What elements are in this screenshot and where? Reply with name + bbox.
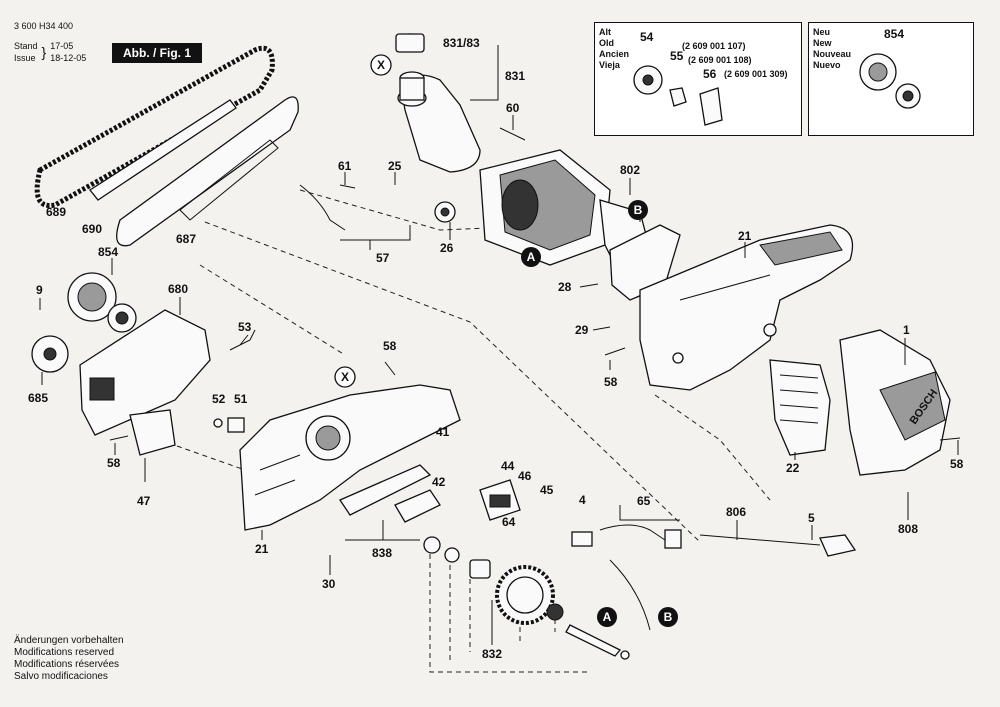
legend-old-code-2: (2 609 001 108): [688, 55, 752, 65]
housing-half-21-left: [239, 384, 461, 531]
legend-old-languages: Alt Old Ancien Vieja: [599, 27, 630, 70]
label-832: 832: [482, 647, 502, 661]
label-58-left: 58: [107, 456, 121, 470]
label-41: 41: [436, 425, 450, 439]
header-block: 3 600 H34 400 Stand Issue } 17-05 18-12-…: [14, 21, 87, 63]
label-64: 64: [502, 515, 516, 529]
leader-lines: [39, 45, 959, 645]
label-28: 28: [558, 280, 572, 294]
label-46: 46: [518, 469, 532, 483]
label-802: 802: [620, 163, 640, 177]
svg-text:A: A: [527, 250, 536, 264]
label-5: 5: [808, 511, 815, 525]
label-47: 47: [137, 494, 151, 508]
switch-lever: [339, 464, 441, 523]
chain-wheel-854: [67, 272, 137, 333]
label-831: 831: [505, 69, 525, 83]
label-26: 26: [440, 241, 454, 255]
part-labels: 831/83 831 60 61 25 802 689 690 687 26 5…: [28, 27, 964, 661]
label-45: 45: [540, 483, 554, 497]
label-29: 29: [575, 323, 589, 337]
label-52: 52: [212, 392, 226, 406]
label-60: 60: [506, 101, 520, 115]
callout-b-motor: B: [628, 200, 648, 220]
callout-b-cable: B: [658, 607, 678, 627]
label-25: 25: [388, 159, 402, 173]
oil-tank-831: [395, 33, 481, 173]
legend-old-parts: [594, 22, 802, 136]
cover-1: BOSCH: [839, 329, 951, 476]
label-685: 685: [28, 391, 48, 405]
legend-new-languages: Neu New Nouveau Nuevo: [813, 27, 852, 70]
label-831-83: 831/83: [443, 36, 480, 50]
label-57: 57: [376, 251, 390, 265]
label-22: 22: [786, 461, 800, 475]
label-42: 42: [432, 475, 446, 489]
label-4: 4: [579, 493, 586, 507]
legend-old-code-3: (2 609 001 309): [724, 69, 788, 79]
legend-num-55: 55: [670, 49, 684, 63]
grip-22: [769, 359, 831, 456]
housing-half-21-right: [639, 224, 854, 391]
label-687: 687: [176, 232, 196, 246]
label-808: 808: [898, 522, 918, 536]
label-689: 689: [46, 205, 66, 219]
svg-text:X: X: [341, 370, 349, 384]
label-21-top: 21: [738, 229, 752, 243]
stand-label: Stand: [14, 41, 38, 51]
guide-bar-687: [89, 96, 299, 247]
svg-text:A: A: [603, 610, 612, 624]
stand-date: 17-05: [50, 41, 74, 51]
label-58-mid: 58: [604, 375, 618, 389]
saw-chain-689: [34, 45, 275, 209]
issue-label: Issue: [14, 53, 36, 63]
issue-date: 18-12-05: [50, 53, 87, 63]
label-838: 838: [372, 546, 392, 560]
label-1: 1: [903, 323, 910, 337]
label-854: 854: [98, 245, 118, 259]
callout-x-lower: X: [334, 366, 356, 388]
screws: [109, 127, 961, 441]
label-30: 30: [322, 577, 336, 591]
legend-part-drawings: [633, 53, 921, 126]
switch-64: [479, 479, 521, 521]
chain-cover-680: [79, 309, 211, 456]
label-65: 65: [637, 494, 651, 508]
assembly-dashed-lines: [159, 189, 771, 673]
label-680: 680: [168, 282, 188, 296]
label-806: 806: [726, 505, 746, 519]
tension-wheel-685: [31, 335, 69, 373]
legend-old-code-1: (2 609 001 107): [682, 41, 746, 51]
label-51: 51: [234, 392, 248, 406]
callout-x-top: X: [370, 54, 392, 76]
svg-text:B: B: [664, 610, 673, 624]
legend-num-54: 54: [640, 30, 654, 44]
shaft: [565, 624, 630, 660]
legend-num-56: 56: [703, 67, 717, 81]
label-21-left: 21: [255, 542, 269, 556]
svg-text:X: X: [377, 58, 385, 72]
figure-label: Abb. / Fig. 1: [112, 43, 202, 63]
label-58-right: 58: [950, 457, 964, 471]
label-61: 61: [338, 159, 352, 173]
power-cable: [571, 524, 857, 631]
callout-a-cable: A: [597, 607, 617, 627]
label-53: 53: [238, 320, 252, 334]
label-58-top: 58: [383, 339, 397, 353]
label-690: 690: [82, 222, 102, 236]
label-9: 9: [36, 283, 43, 297]
legend-num-854: 854: [884, 27, 904, 41]
label-44: 44: [501, 459, 515, 473]
document-code: 3 600 H34 400: [14, 21, 74, 31]
callout-a-motor: A: [521, 247, 541, 267]
footer-disclaimer: Änderungen vorbehalten Modifications res…: [14, 635, 124, 682]
svg-text:B: B: [634, 203, 643, 217]
gear-832: [423, 536, 564, 625]
